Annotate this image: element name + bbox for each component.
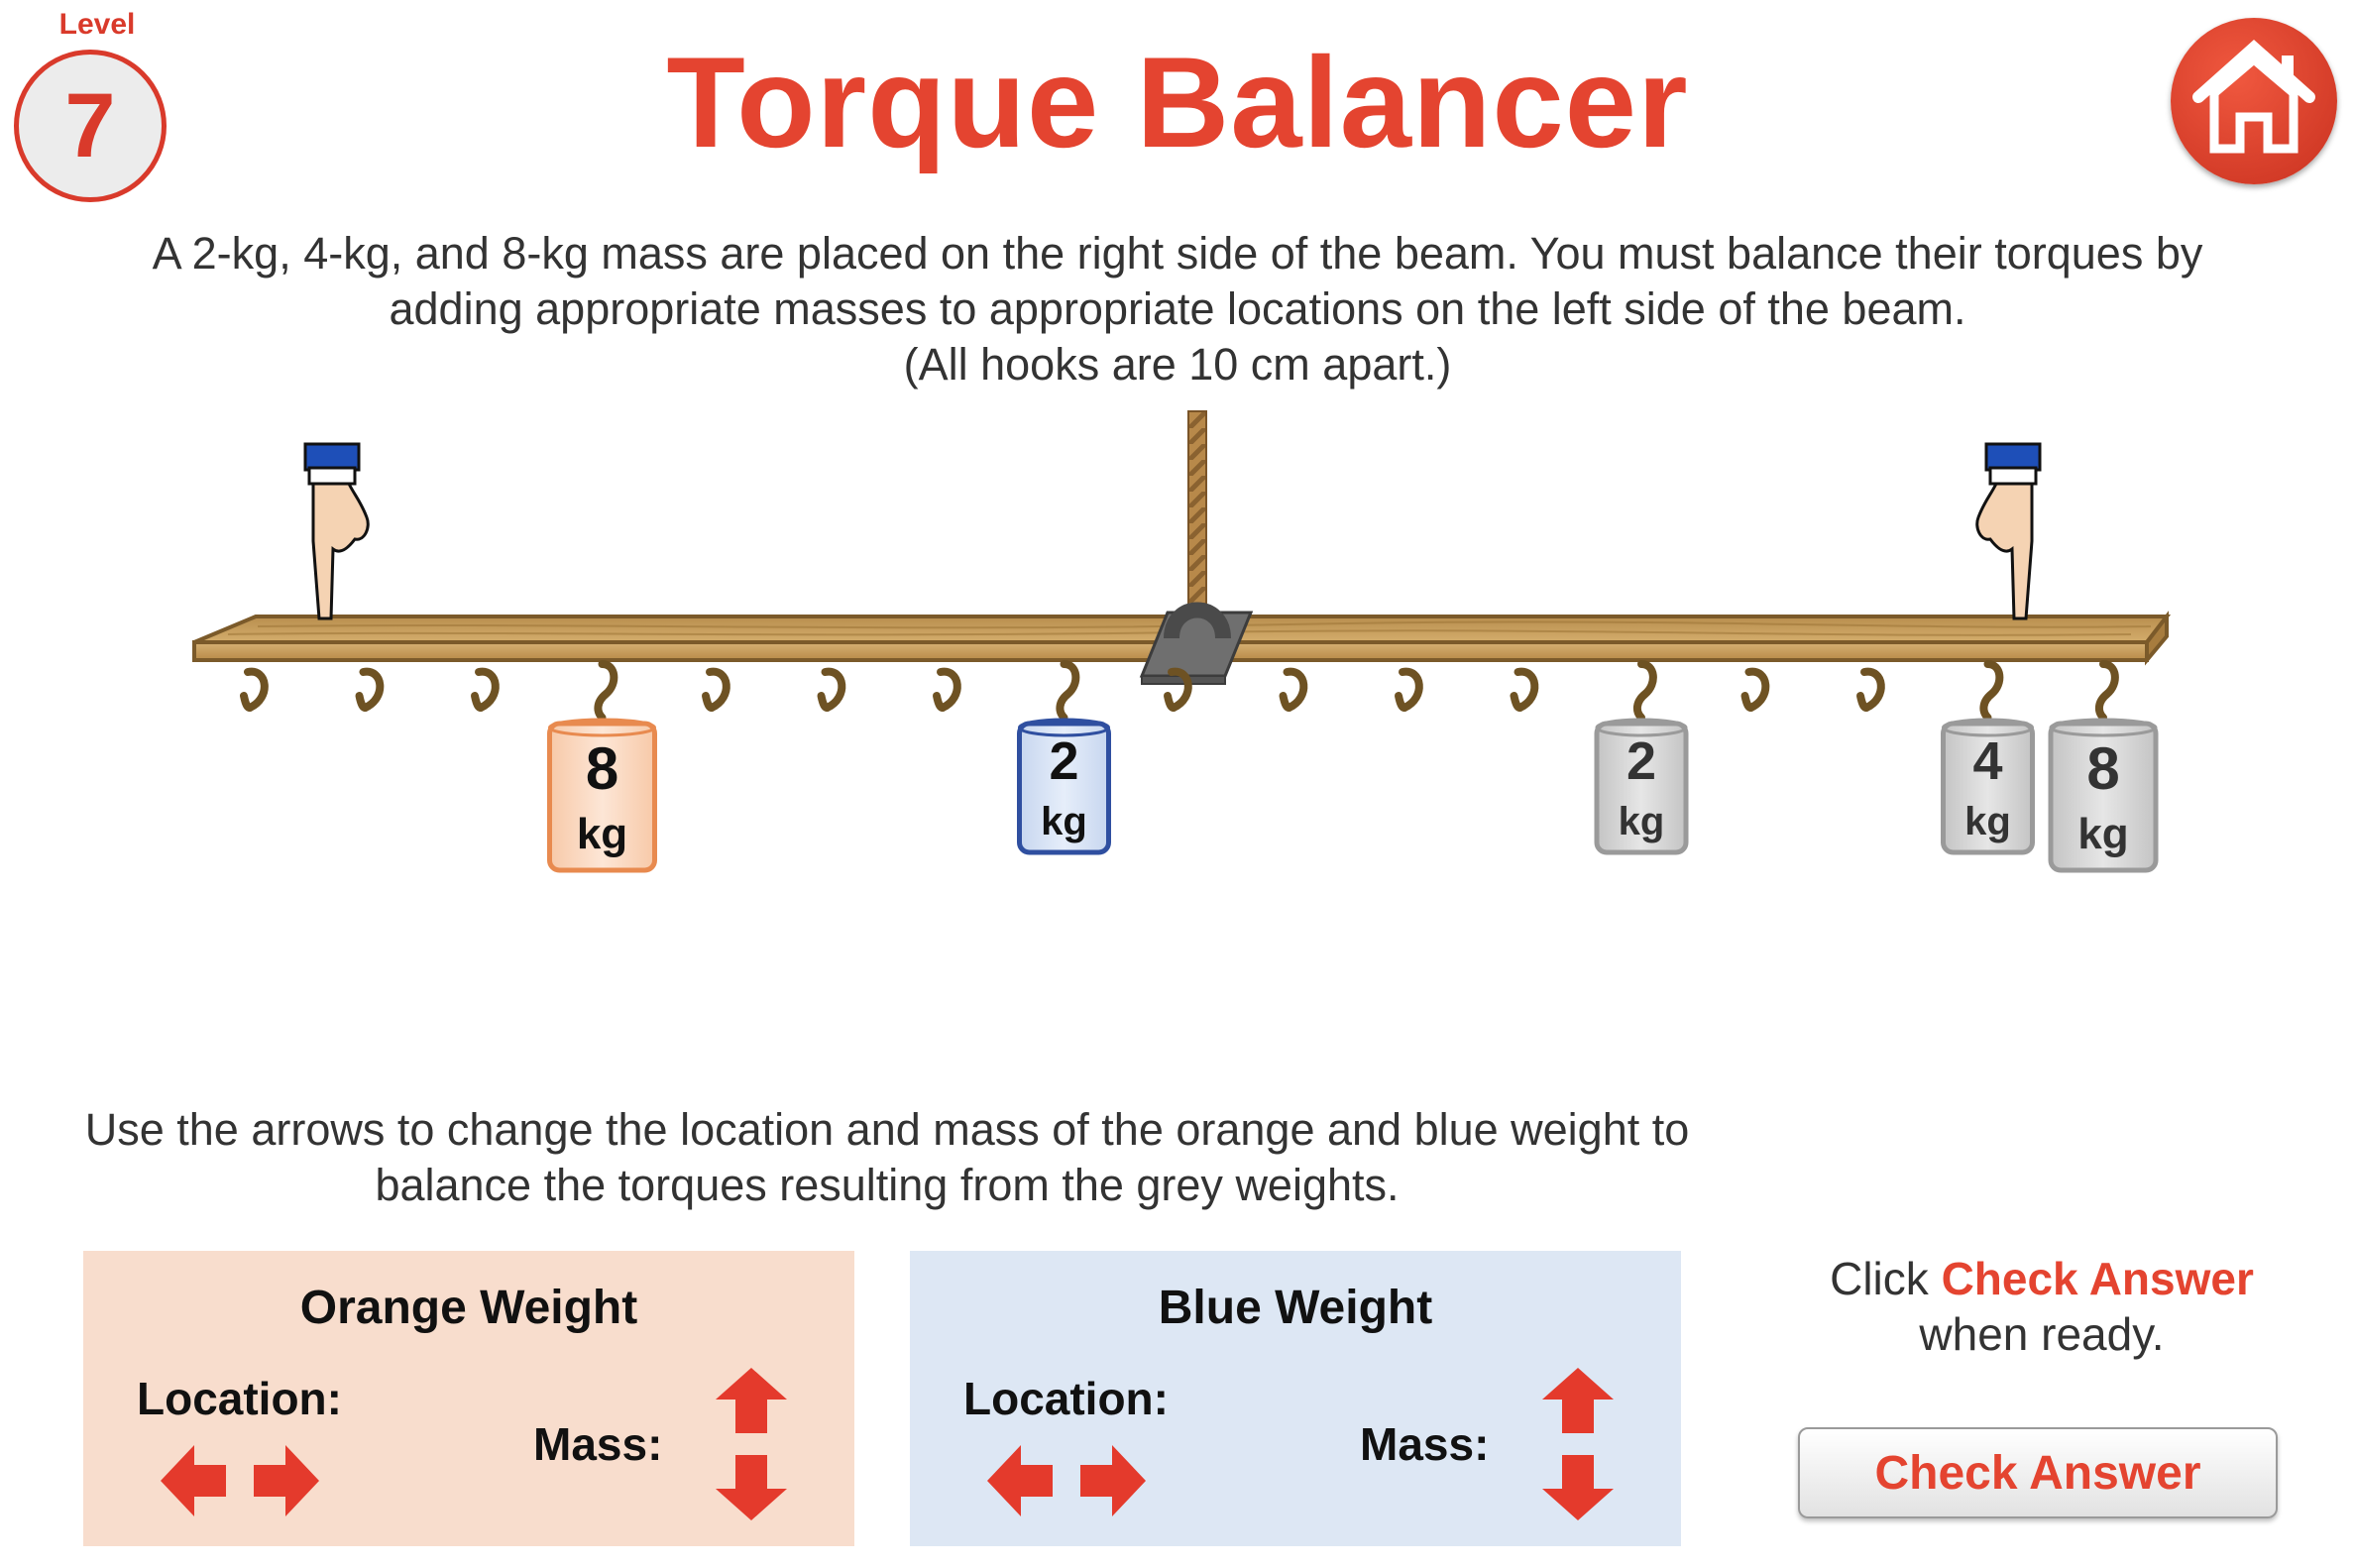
beam-hook [471,667,500,712]
blue-mass-up-button[interactable] [1542,1368,1614,1433]
page-title: Torque Balancer [666,30,1689,174]
location-label: Location: [137,1373,342,1424]
panel-title: Orange Weight [299,1282,638,1334]
hook-spacing-note: (All hooks are 10 cm apart.) [903,339,1452,390]
weight-unit: kg [2077,810,2128,858]
beam-hook [1856,667,1885,712]
panel-title: Blue Weight [1158,1282,1433,1334]
weight-unit: kg [1619,800,1665,843]
instruction-line: Use the arrows to change the location an… [84,1104,1690,1155]
check-answer-hint: Click Check Answer when ready. [1764,1251,2319,1362]
location-label: Location: [963,1373,1169,1424]
weight-mass-value: 2 [1049,731,1078,791]
grey-weight-8kg: 8 kg [2048,718,2159,873]
up-arrow-icon [1542,1368,1614,1433]
down-arrow-icon [1542,1455,1614,1520]
hint-prefix: Click [1830,1253,1942,1304]
orange-mass-down-button[interactable] [716,1455,787,1520]
arrow-instructions: Use the arrows to change the location an… [20,1102,1754,1213]
beam-hook [817,667,846,712]
blue-location-left-button[interactable] [987,1445,1053,1516]
beam-hook [355,667,385,712]
right-arrow-icon [1080,1445,1146,1516]
grey-weight-4kg: 4 kg [1941,718,2035,855]
instruction-line: adding appropriate masses to appropriate… [389,283,1966,334]
check-answer-button[interactable]: Check Answer [1798,1427,2278,1518]
home-button[interactable] [2171,18,2337,184]
beam-hook [240,667,269,712]
beam-hook [1279,667,1308,712]
left-arrow-icon [161,1445,226,1516]
beam-hook [1395,667,1423,712]
beam-end [2145,611,2169,666]
down-arrow-icon [716,1455,787,1520]
right-arrow-icon [254,1445,319,1516]
weight-mass-value: 8 [2086,735,2119,802]
mass-label: Mass: [1360,1418,1490,1470]
beam-hook [1510,667,1539,712]
torque-beam-scene: 8 kg 2 kg 2 kg 4 kg 8 kg [192,410,2172,873]
rope [1187,410,1207,620]
blue-weight-2kg: 2 kg [1017,718,1111,855]
level-label: Level [58,8,136,41]
weight-mass-value: 8 [586,735,618,802]
orange-mass-up-button[interactable] [716,1368,787,1433]
instruction-line: balance the torques resulting from the g… [375,1160,1400,1210]
weight-unit: kg [577,810,627,858]
level-badge: 7 [14,50,167,202]
orange-location-left-button[interactable] [161,1445,226,1516]
orange-weight-8kg: 8 kg [547,718,657,873]
grey-weight-2kg: 2 kg [1594,718,1689,855]
left-pointing-hand-icon [303,442,370,620]
orange-location-right-button[interactable] [254,1445,319,1516]
beam-hook [594,660,618,722]
left-arrow-icon [987,1445,1053,1516]
up-arrow-icon [716,1368,787,1433]
blue-weight-panel: Blue Weight Location: Mass: [910,1251,1681,1546]
beam-hook [702,667,730,712]
orange-weight-panel: Orange Weight Location: Mass: [83,1251,854,1546]
blue-location-right-button[interactable] [1080,1445,1146,1516]
weight-unit: kg [1041,800,1087,843]
beam-hook [1056,660,1080,722]
beam-hook [2094,660,2119,722]
beam-hook [933,667,961,712]
hint-highlight: Check Answer [1941,1253,2254,1304]
right-pointing-hand-icon [1975,442,2042,620]
weight-mass-value: 2 [1626,731,1656,791]
beam-hook [1979,660,2004,722]
mass-label: Mass: [533,1418,663,1470]
beam-hook [1164,667,1192,712]
instruction-line: A 2-kg, 4-kg, and 8-kg mass are placed o… [152,228,2203,279]
weight-unit: kg [1964,800,2011,843]
beam-hook [1740,667,1770,712]
hint-line2: when ready. [1919,1308,2165,1360]
beam-hook [1632,660,1657,722]
problem-instructions: A 2-kg, 4-kg, and 8-kg mass are placed o… [59,226,2296,392]
blue-mass-down-button[interactable] [1542,1455,1614,1520]
home-icon [2192,39,2315,154]
weight-mass-value: 4 [1972,731,2002,791]
